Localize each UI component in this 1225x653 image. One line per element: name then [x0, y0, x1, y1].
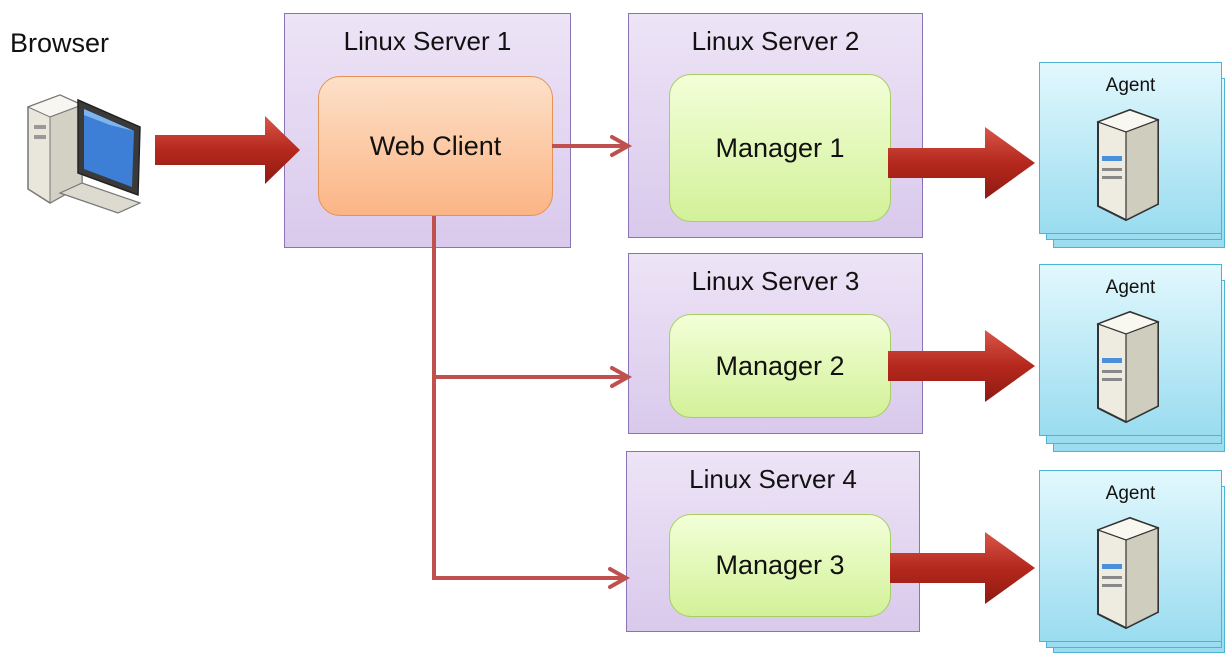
server-tower-icon	[1096, 516, 1160, 630]
linux-server-4: Linux Server 4 Manager 3	[626, 451, 920, 632]
agent-card: Agent	[1039, 62, 1222, 234]
agent-label: Agent	[1105, 75, 1156, 96]
linux-server-2: Linux Server 2 Manager 1	[628, 13, 923, 238]
connector-arrowhead	[610, 135, 633, 157]
desktop-computer-icon	[26, 94, 142, 214]
browser-label: Browser	[10, 28, 110, 58]
agent-card: Agent	[1039, 470, 1222, 642]
linux-server-1: Linux Server 1 Web Client	[284, 13, 571, 248]
manager-2-box: Manager 2	[669, 314, 891, 418]
agent-card: Agent	[1039, 264, 1222, 436]
server-tower-icon	[1096, 310, 1160, 424]
connector-arrowhead	[610, 366, 633, 388]
server-title: Linux Server 2	[691, 26, 860, 56]
linux-server-3: Linux Server 3 Manager 2	[628, 253, 923, 434]
browser-to-webclient-arrow	[155, 116, 300, 184]
server-title: Linux Server 3	[691, 266, 860, 296]
agent-label: Agent	[1105, 277, 1156, 298]
manager-1-box: Manager 1	[669, 74, 891, 222]
manager2-to-agent-arrow	[888, 330, 1035, 402]
manager3-to-agent-arrow	[890, 532, 1035, 604]
connector-arrowhead	[608, 567, 631, 589]
webclient-connectors	[432, 144, 628, 580]
agent-label: Agent	[1105, 483, 1156, 504]
server-title: Linux Server 1	[343, 26, 512, 56]
manager-3-box: Manager 3	[669, 514, 891, 617]
server-tower-icon	[1096, 108, 1160, 222]
manager1-to-agent-arrow	[888, 127, 1035, 199]
server-title: Linux Server 4	[689, 464, 857, 494]
web-client-box: Web Client	[318, 76, 553, 216]
